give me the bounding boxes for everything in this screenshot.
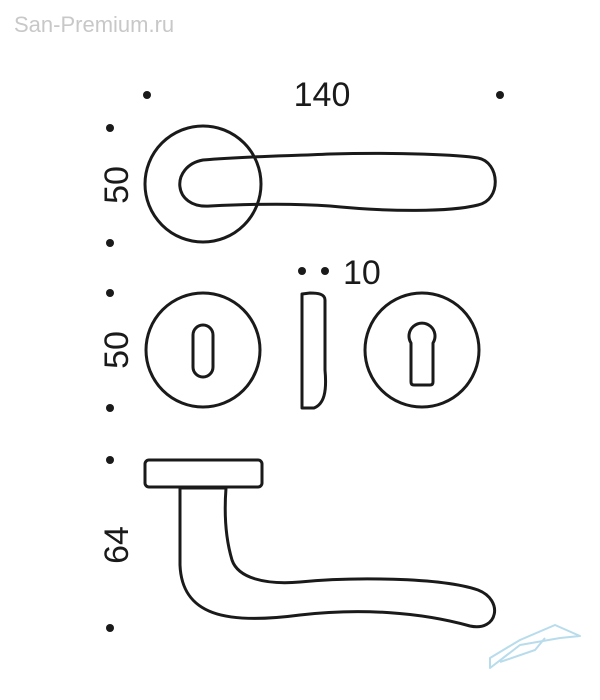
lever-top-view <box>143 124 497 244</box>
projection-dimension: 64 <box>98 456 136 632</box>
dimension-dot <box>106 624 114 632</box>
dimension-dot <box>298 267 306 275</box>
dimension-dot <box>106 289 114 297</box>
thickness-dimension: 10 <box>298 254 381 292</box>
dimension-dot <box>143 91 151 99</box>
lever-rose <box>143 124 263 244</box>
lever-height-dimension: 50 <box>98 124 136 247</box>
lever-side-view <box>143 458 496 629</box>
cylinder-escutcheon <box>363 291 481 409</box>
dimension-dot <box>106 404 114 412</box>
euro-cylinder-hole-icon <box>407 321 437 387</box>
key-escutcheon-rose <box>144 291 262 409</box>
escutcheon-profile <box>300 291 328 410</box>
lever-side-handle-outline <box>178 486 496 629</box>
rose-height-dimension: 50 <box>98 289 136 412</box>
dimension-dot <box>106 239 114 247</box>
rose-height-label: 50 <box>98 331 136 369</box>
watermark-text: San-Premium.ru <box>14 12 174 37</box>
escutcheon-side-view <box>300 291 328 410</box>
dimension-dot <box>321 267 329 275</box>
keyhole-icon <box>191 323 215 379</box>
width-label: 140 <box>294 76 351 114</box>
key-escutcheon <box>144 291 262 409</box>
lever-side-rose <box>143 458 264 489</box>
cylinder-escutcheon-rose <box>363 291 481 409</box>
projection-label: 64 <box>98 526 136 564</box>
width-dimension: 140 <box>143 76 504 114</box>
dimension-dot <box>106 124 114 132</box>
lever-height-label: 50 <box>98 166 136 204</box>
thickness-label: 10 <box>343 254 381 292</box>
dimension-dot <box>496 91 504 99</box>
lever-handle-outline <box>178 151 497 212</box>
logo-icon <box>489 624 581 669</box>
dimension-dot <box>106 456 114 464</box>
